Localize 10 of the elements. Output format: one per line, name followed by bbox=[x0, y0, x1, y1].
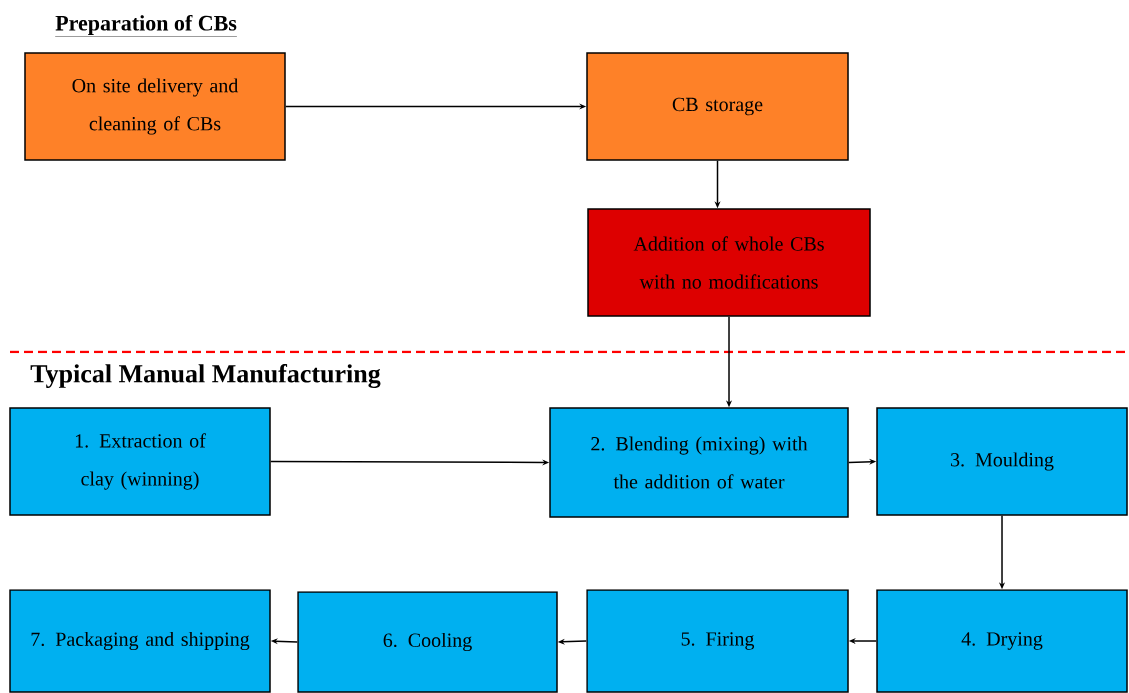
process-box: 3. Moulding bbox=[876, 407, 1128, 516]
process-box: 5. Firing bbox=[586, 589, 849, 693]
process-box: 6. Cooling bbox=[297, 591, 558, 693]
process-box: CB storage bbox=[586, 52, 849, 161]
process-box: 4. Drying bbox=[876, 589, 1128, 693]
process-box: On site delivery and cleaning of CBs bbox=[24, 52, 286, 161]
process-box: 2. Blending (mixing) with the addition of water bbox=[549, 407, 849, 518]
process-box: 7. Packaging and shipping bbox=[9, 589, 271, 693]
process-box: 1. Extraction of clay (winning) bbox=[9, 407, 271, 516]
process-box: Addition of whole CBs with no modifications bbox=[587, 208, 871, 317]
